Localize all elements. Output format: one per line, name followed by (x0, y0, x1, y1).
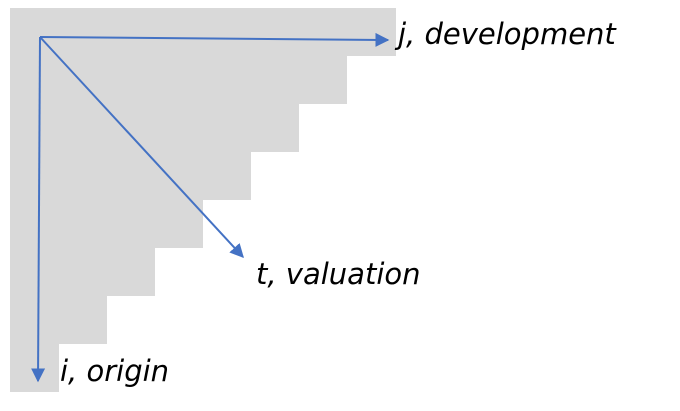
development-axis-arrow (39, 32, 390, 47)
valuation-axis-arrow (39, 36, 244, 259)
valuation-axis-label: t, valuation (256, 257, 421, 291)
origin-axis-label: i, origin (60, 354, 170, 388)
staircase-triangle-shading (10, 8, 396, 392)
development-axis-label: j, development (398, 17, 616, 51)
origin-axis-arrow (31, 36, 46, 383)
